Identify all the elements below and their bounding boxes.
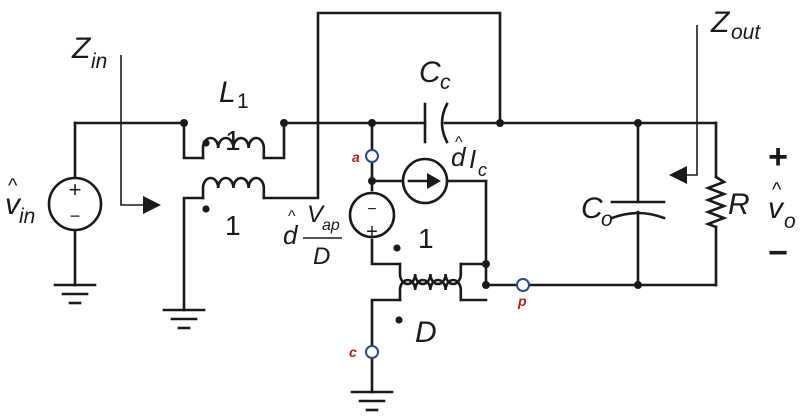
node-a-label: a — [352, 149, 360, 165]
zin-label: Z — [71, 32, 92, 65]
turns-ratio-top: 1 — [225, 125, 241, 156]
vo-minus-sign: − — [768, 234, 788, 272]
vo-plus-sign: + — [768, 138, 788, 176]
inductor-l1 — [201, 136, 266, 160]
vo-subscript: o — [784, 210, 796, 233]
capacitor-cc — [423, 102, 449, 144]
zout-subscript: out — [731, 21, 761, 44]
turns-ratio-bottom: 1 — [225, 210, 241, 241]
turns-ratio-middle: 1 — [418, 223, 434, 254]
wires — [73, 11, 718, 394]
zin-arrow — [120, 55, 161, 214]
l1-label: L — [219, 76, 236, 109]
cc-subscript: c — [440, 71, 451, 94]
ground-c — [350, 390, 394, 412]
dic-subscript: c — [478, 160, 487, 180]
zin-subscript: in — [91, 50, 107, 73]
voltage-source-vin: + − — [47, 176, 103, 232]
terminal-c — [365, 345, 379, 359]
dvap-v: V — [307, 201, 325, 228]
capacitor-co — [610, 200, 666, 220]
r-label: R — [728, 188, 750, 221]
vo-hat: ^ — [772, 179, 782, 201]
vin-subscript: in — [19, 205, 35, 228]
dvap-subscript: ap — [322, 217, 340, 234]
dic-i: I — [469, 144, 476, 174]
dvap-d: d — [283, 220, 299, 250]
ground-secondary — [162, 308, 206, 330]
vin-hat: ^ — [8, 175, 18, 197]
vin-plus-sign: + — [69, 177, 82, 202]
dvap-denominator: D — [313, 243, 330, 270]
polarity-dots — [202, 139, 403, 324]
current-source-dic — [401, 157, 449, 205]
dvap-plus-sign: + — [366, 221, 378, 243]
cc-label: C — [419, 56, 441, 89]
zout-arrow — [669, 25, 698, 184]
terminal-a — [365, 149, 379, 163]
voltage-source-dvap: − + — [348, 191, 396, 243]
l1-subscript: 1 — [237, 90, 249, 113]
node-c-label: c — [349, 344, 357, 360]
resistor-r — [704, 175, 728, 229]
vin-minus-sign: − — [70, 206, 81, 226]
vo-label: v — [768, 192, 785, 225]
dvap-minus-sign: − — [367, 201, 376, 218]
junction-dots — [180, 119, 642, 289]
zout-label: Z — [710, 6, 731, 39]
winding-d — [398, 278, 463, 302]
winding-secondary — [201, 176, 266, 200]
dic-d: d — [451, 142, 467, 172]
co-label: C — [581, 192, 603, 225]
turns-ratio-d: D — [415, 316, 437, 349]
node-p-label: p — [517, 293, 527, 309]
terminal-p — [516, 278, 530, 292]
dvap-hat: ^ — [288, 208, 296, 225]
dic-hat: ^ — [455, 134, 463, 151]
ground-vin — [53, 283, 97, 305]
winding-middle — [398, 262, 463, 286]
vin-label: v — [5, 188, 22, 221]
co-subscript: o — [601, 208, 613, 231]
